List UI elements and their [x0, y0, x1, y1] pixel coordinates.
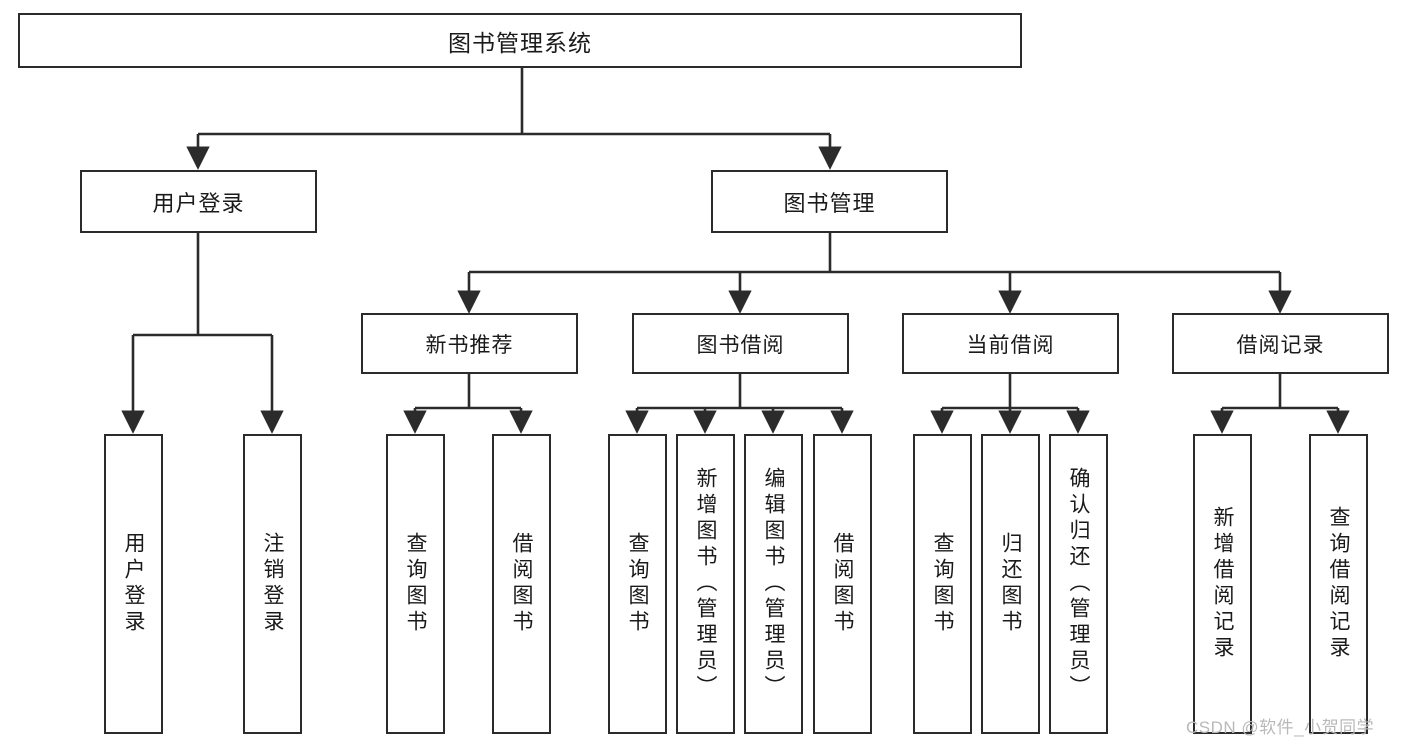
node-book-management[interactable]: 图书管理: [711, 170, 948, 233]
node-label: 图书管理系统: [448, 29, 592, 56]
node-label: 借阅记录: [1236, 333, 1325, 357]
node-label: 新书推荐: [425, 333, 514, 357]
node-label: 图书管理: [783, 190, 876, 216]
node-new-book-recommend[interactable]: 新书推荐: [361, 313, 578, 374]
node-book-borrow[interactable]: 图书借阅: [632, 313, 849, 374]
leaf-label: 查询图书: [404, 532, 427, 636]
leaf-logout-login[interactable]: 注销登录: [243, 434, 302, 734]
leaf-label: 归还图书: [999, 532, 1022, 636]
leaf-borrow-book-recommend[interactable]: 借阅图书: [492, 434, 551, 734]
leaf-label: 确认归还（管理员）: [1067, 467, 1090, 701]
node-borrow-record[interactable]: 借阅记录: [1172, 313, 1389, 374]
leaf-add-borrow-record[interactable]: 新增借阅记录: [1193, 434, 1252, 734]
leaf-label: 用户登录: [122, 532, 145, 636]
leaf-query-book-recommend[interactable]: 查询图书: [386, 434, 445, 734]
node-user-login[interactable]: 用户登录: [80, 170, 317, 233]
node-label: 图书借阅: [696, 333, 785, 357]
leaf-return-book[interactable]: 归还图书: [981, 434, 1040, 734]
leaf-edit-book-admin[interactable]: 编辑图书（管理员）: [744, 434, 803, 734]
leaf-label: 查询图书: [626, 532, 649, 636]
leaf-label: 新增借阅记录: [1211, 506, 1234, 662]
leaf-label: 借阅图书: [831, 532, 854, 636]
leaf-borrow-book[interactable]: 借阅图书: [813, 434, 872, 734]
watermark: CSDN @软件_小贺同学: [1186, 718, 1375, 737]
leaf-label: 编辑图书（管理员）: [762, 467, 785, 701]
node-current-borrow[interactable]: 当前借阅: [902, 313, 1119, 374]
leaf-add-book-admin[interactable]: 新增图书（管理员）: [676, 434, 735, 734]
leaf-query-book-current[interactable]: 查询图书: [913, 434, 972, 734]
leaf-confirm-return-admin[interactable]: 确认归还（管理员）: [1049, 434, 1108, 734]
leaf-label: 查询借阅记录: [1327, 506, 1350, 662]
leaf-query-borrow-record[interactable]: 查询借阅记录: [1309, 434, 1368, 734]
leaf-label: 新增图书（管理员）: [694, 467, 717, 701]
node-label: 当前借阅: [966, 333, 1055, 357]
node-label: 用户登录: [152, 190, 245, 216]
node-root-system[interactable]: 图书管理系统: [18, 13, 1022, 68]
leaf-user-login[interactable]: 用户登录: [104, 434, 163, 734]
leaf-label: 查询图书: [931, 532, 954, 636]
leaf-label: 注销登录: [261, 532, 284, 636]
leaf-query-book-borrow[interactable]: 查询图书: [608, 434, 667, 734]
leaf-label: 借阅图书: [510, 532, 533, 636]
